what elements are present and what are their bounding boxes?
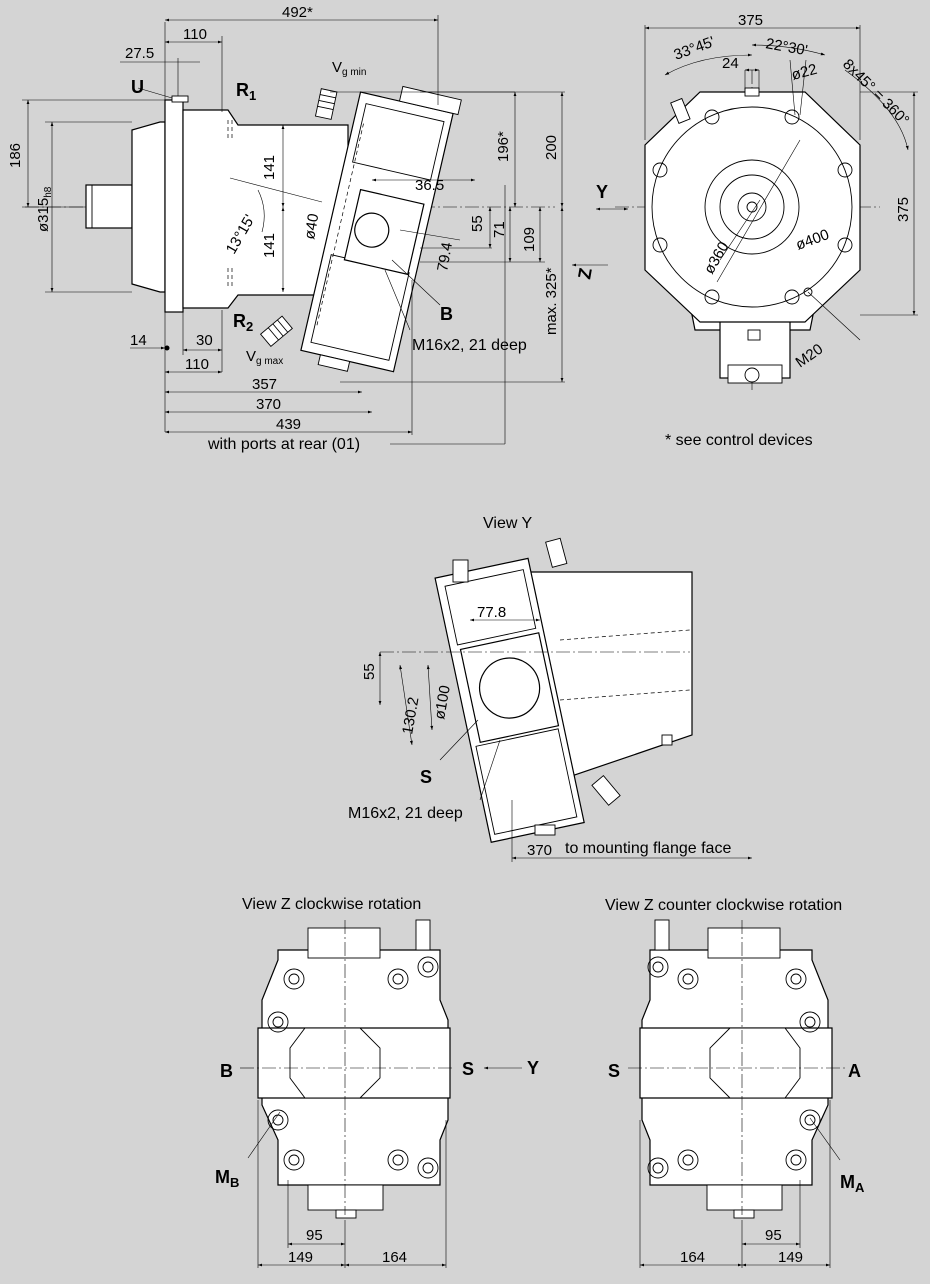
label-a-ccw: A [848, 1061, 861, 1081]
dim-315: ø315h8 [35, 186, 54, 232]
dim-o100: ø100 [431, 684, 454, 721]
dim-55: 55 [469, 215, 486, 232]
dim-164-ccw: 164 [680, 1249, 705, 1266]
dim-375-top: 375 [738, 12, 763, 29]
dim-370-y: 370 [527, 842, 552, 859]
dim-186: 186 [7, 143, 24, 168]
thread-spec-s: M16x2, 21 deep [348, 805, 463, 822]
label-vg-min: Vg min [332, 59, 366, 78]
label-y-arrow: Y [596, 182, 608, 202]
dim-79-4: 79.4 [434, 241, 456, 273]
dim-24: 24 [722, 55, 739, 72]
label-u: U [131, 77, 144, 97]
dim-375-side: 375 [895, 197, 912, 222]
dim-22-30: 22°30' [764, 35, 809, 59]
view-z-clockwise: View Z clockwise rotation B S Y [215, 896, 539, 1268]
dim-30: 30 [196, 332, 213, 349]
dim-71: 71 [491, 221, 508, 238]
dim-141-b: 141 [261, 233, 278, 258]
control-devices-note: * see control devices [665, 432, 813, 449]
dim-77-8: 77.8 [477, 604, 506, 621]
dim-357: 357 [252, 376, 277, 393]
mounting-flange [131, 121, 166, 293]
dim-439: 439 [276, 416, 301, 433]
dim-max-325: max. 325* [543, 267, 560, 335]
side-view: 492* 110 27.5 U R1 Vg min 186 ø315h8 141… [7, 4, 565, 453]
view-z-ccw-title: View Z counter clockwise rotation [605, 897, 842, 914]
dim-8x45: 8x45° = 360° [839, 56, 912, 129]
dim-492: 492* [282, 4, 313, 21]
front-view: 375 33°45' 22°30' 8x45° = 360° 24 ø22 37… [572, 12, 918, 449]
label-z-arrow: Z [574, 266, 596, 280]
dim-o22: ø22 [790, 61, 819, 84]
dim-149-cw: 149 [288, 1249, 313, 1266]
dim-o40: ø40 [301, 212, 322, 240]
dim-130-2: 130.2 [399, 696, 422, 736]
rear-ports-note: with ports at rear (01) [207, 436, 360, 453]
label-y-cw: Y [527, 1058, 539, 1078]
label-b-port: B [440, 304, 453, 324]
label-b-cw: B [220, 1061, 233, 1081]
dim-95-ccw: 95 [765, 1227, 782, 1244]
drive-shaft [85, 184, 133, 229]
dim-14: 14 [130, 332, 147, 349]
vg-min-screw [314, 88, 338, 120]
vg-max-screw [259, 315, 293, 348]
view-z-cw-title: View Z clockwise rotation [242, 896, 421, 913]
dim-200: 200 [543, 135, 560, 160]
dim-27-5: 27.5 [125, 45, 154, 62]
dim-110-bot: 110 [185, 356, 209, 373]
label-s-ccw: S [608, 1061, 620, 1081]
view-z-counter-clockwise: View Z counter clockwise rotation S A [605, 897, 865, 1268]
label-mb: MB [215, 1167, 239, 1190]
bolt-holes-cw [267, 956, 439, 1179]
dim-109: 109 [521, 227, 538, 252]
label-vg-max: Vg max [246, 348, 283, 367]
label-r2: R2 [233, 311, 253, 334]
dim-141-a: 141 [261, 155, 278, 180]
front-flange [644, 91, 861, 323]
dim-196: 196* [495, 131, 512, 162]
dim-36-5: 36.5 [415, 177, 444, 194]
dim-33-45: 33°45' [672, 33, 718, 63]
dim-m20: M20 [793, 341, 827, 372]
bolt-holes [652, 109, 853, 305]
label-s-port: S [420, 767, 432, 787]
dim-95-cw: 95 [306, 1227, 323, 1244]
label-r1: R1 [236, 80, 256, 103]
view-y-title: View Y [483, 515, 533, 532]
dim-110-top: 110 [183, 26, 207, 43]
dim-370: 370 [256, 396, 281, 413]
dim-55-y: 55 [361, 663, 378, 680]
thread-spec-b: M16x2, 21 deep [412, 337, 527, 354]
flange-face-note: to mounting flange face [565, 840, 731, 857]
dim-149-ccw: 149 [778, 1249, 803, 1266]
bolt-holes-ccw [647, 956, 821, 1179]
label-ma: MA [840, 1172, 865, 1195]
dim-164-cw: 164 [382, 1249, 407, 1266]
label-s-cw: S [462, 1059, 474, 1079]
view-y: View Y 77.8 55 130.2 ø100 S M16 [348, 515, 752, 862]
